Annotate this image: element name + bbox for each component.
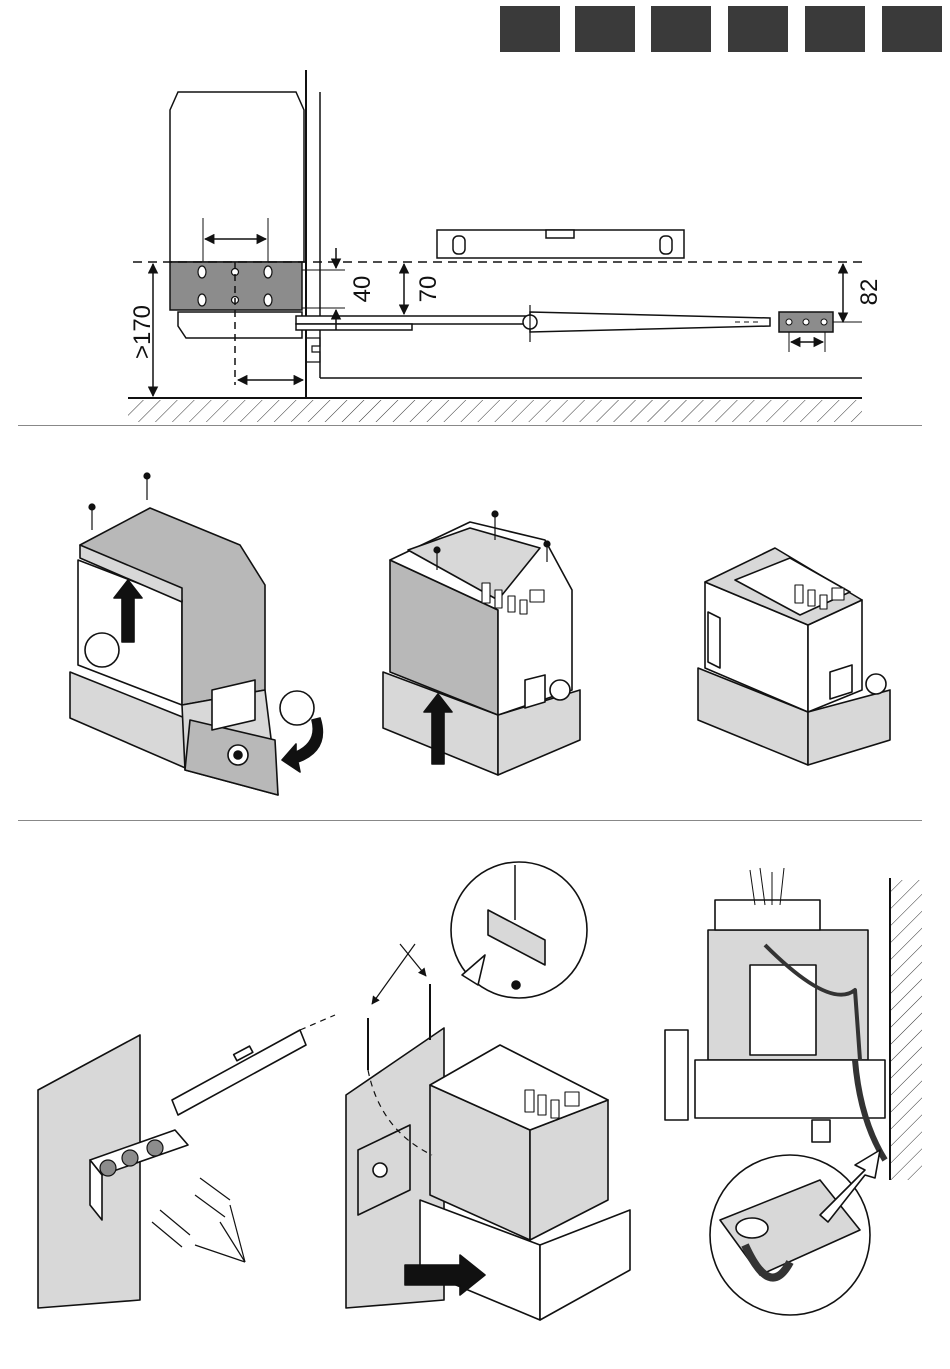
dim-offset-70: 70 (415, 276, 442, 303)
dim-offset-82: 82 (856, 279, 883, 306)
dim-height-min: >170 (129, 305, 156, 359)
rack-bar-2 (530, 312, 770, 332)
section1-side-view (128, 70, 862, 422)
rack-bar-1 (296, 316, 530, 324)
motor-housing (170, 92, 304, 262)
step-screws-removal (383, 511, 580, 775)
dim-offset-40: 40 (349, 276, 376, 303)
step-base-unit (698, 548, 890, 765)
section3-wall-mounting (38, 862, 922, 1320)
step-motor-mounting (346, 862, 630, 1320)
ground-hatch (128, 400, 862, 422)
step-cover-removal (70, 473, 322, 795)
step-cable-routing (665, 868, 922, 1315)
step-wall-bracket (38, 1015, 335, 1308)
motor-base (178, 312, 302, 338)
section2-cover-removal (70, 473, 890, 795)
